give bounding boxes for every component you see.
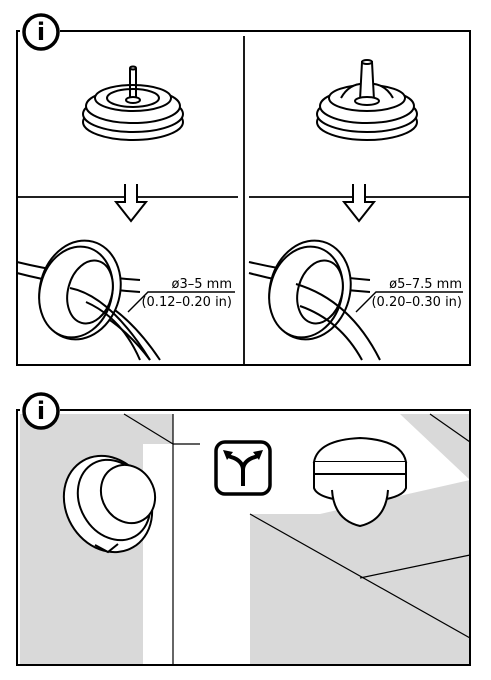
fork-arrow-icon bbox=[214, 440, 272, 496]
grommet-cable-size-panel: i bbox=[16, 13, 471, 366]
grommet-with-thin-cable bbox=[16, 239, 161, 361]
arrow-down-icon bbox=[113, 184, 149, 223]
dimension-leader bbox=[127, 291, 463, 313]
mounting-options-panel: i bbox=[0, 390, 491, 680]
cable-diameter-in-label: (0.20–0.30 in) bbox=[371, 295, 462, 310]
svg-text:i: i bbox=[37, 18, 45, 46]
cable-diameter-mm-label: ø5–7.5 mm bbox=[389, 277, 462, 292]
cable-diameter-mm-label: ø3–5 mm bbox=[172, 277, 232, 292]
svg-text:i: i bbox=[37, 397, 45, 425]
cable-diameter-in-label: (0.12–0.20 in) bbox=[141, 295, 232, 310]
grommet-with-thick-cable bbox=[248, 239, 381, 361]
ceiling-dome-camera bbox=[312, 436, 408, 528]
arrow-down-icon bbox=[341, 184, 377, 223]
grommet-thick-cable-illustration bbox=[316, 59, 418, 141]
info-icon: i bbox=[22, 392, 60, 430]
info-icon: i bbox=[22, 13, 60, 51]
grommet-thin-cable-illustration bbox=[82, 65, 184, 141]
wall-dome-camera bbox=[62, 454, 157, 554]
